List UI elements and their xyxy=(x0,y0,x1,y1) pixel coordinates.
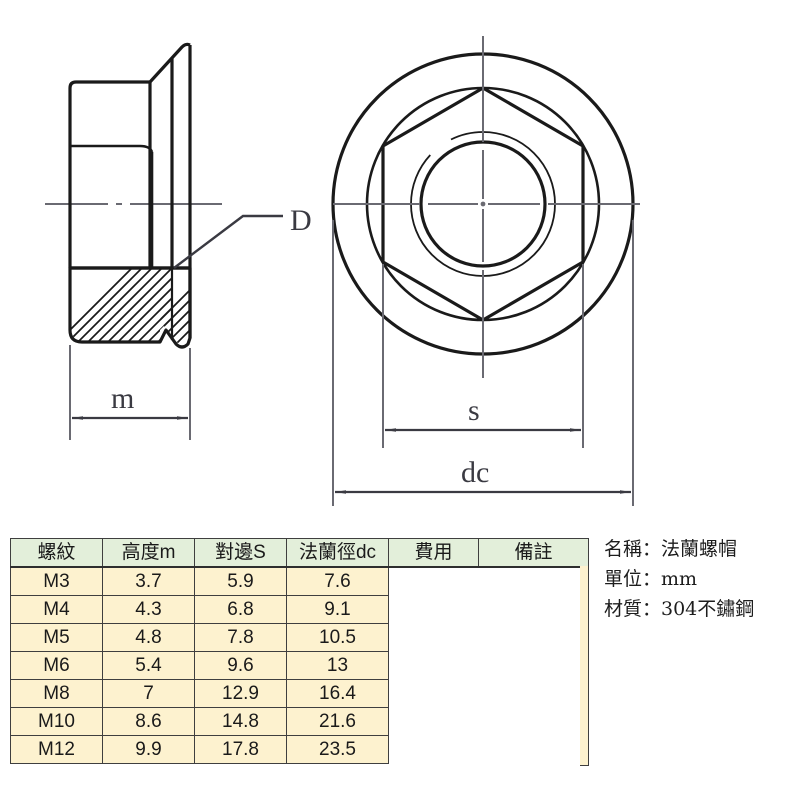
cell-across-flats: 5.9 xyxy=(194,566,287,596)
cell-cost xyxy=(388,707,479,736)
table-row: M5 4.8 7.8 10.5 xyxy=(10,623,589,652)
dimension-label-D: D xyxy=(290,204,312,237)
cell-remarks xyxy=(478,735,589,764)
cell-thread: M10 xyxy=(10,707,103,736)
leader-line-D xyxy=(173,214,283,269)
drawing-canvas: D m xyxy=(45,36,640,506)
cell-remarks xyxy=(478,707,589,736)
cell-flange-diameter: 13 xyxy=(286,651,389,680)
dimension-label-dc: dc xyxy=(461,456,489,489)
info-name: 名稱：法蘭螺帽 xyxy=(604,538,738,560)
top-view-centerlines xyxy=(333,36,640,378)
cell-cost xyxy=(388,567,479,596)
cell-across-flats: 6.8 xyxy=(194,595,287,624)
cell-cost xyxy=(388,651,479,680)
cell-height: 9.9 xyxy=(102,735,195,764)
cell-height: 7 xyxy=(102,679,195,708)
cell-across-flats: 17.8 xyxy=(194,735,287,764)
cell-cost xyxy=(388,595,479,624)
cell-thread: M8 xyxy=(10,679,103,708)
cell-across-flats: 7.8 xyxy=(194,623,287,652)
column-header-width-across-flats: 對邊S xyxy=(194,538,287,568)
cell-remarks xyxy=(478,567,589,596)
table-row: M4 4.3 6.8 9.1 xyxy=(10,595,589,624)
cell-thread: M5 xyxy=(10,623,103,652)
cell-remarks xyxy=(478,651,589,680)
table-row: M12 9.9 17.8 23.5 xyxy=(10,735,589,764)
cell-height: 4.8 xyxy=(102,623,195,652)
spec-table-container: 螺紋 高度m 對邊S 法蘭徑dc 費用 備註 M3 3.7 5.9 7.6 M4… xyxy=(10,538,589,764)
cell-cost xyxy=(388,735,479,764)
cell-flange-diameter: 9.1 xyxy=(286,595,389,624)
column-header-cost: 費用 xyxy=(388,538,479,568)
column-header-remarks: 備註 xyxy=(478,538,589,568)
cell-cost xyxy=(388,679,479,708)
cell-across-flats: 12.9 xyxy=(194,679,287,708)
table-row: M8 7 12.9 16.4 xyxy=(10,679,589,708)
cell-flange-diameter: 10.5 xyxy=(286,623,389,652)
cell-thread: M12 xyxy=(10,735,103,764)
spec-table: 螺紋 高度m 對邊S 法蘭徑dc 費用 備註 M3 3.7 5.9 7.6 M4… xyxy=(10,538,589,764)
column-header-thread: 螺紋 xyxy=(10,538,103,568)
cell-remarks xyxy=(478,595,589,624)
side-view-section xyxy=(68,266,192,349)
table-row: M6 5.4 9.6 13 xyxy=(10,651,589,680)
technical-drawing: D m xyxy=(45,36,640,506)
cell-height: 5.4 xyxy=(102,651,195,680)
cell-flange-diameter: 7.6 xyxy=(286,566,389,596)
dimension-s xyxy=(382,264,584,448)
cell-across-flats: 14.8 xyxy=(194,707,287,736)
cell-remarks xyxy=(478,679,589,708)
product-info-block: 名稱：法蘭螺帽 單位：mm 材質：304不鏽鋼 xyxy=(604,534,800,624)
cell-across-flats: 9.6 xyxy=(194,651,287,680)
column-header-flange-diameter: 法蘭徑dc xyxy=(286,538,389,568)
cell-flange-diameter: 16.4 xyxy=(286,679,389,708)
cell-thread: M4 xyxy=(10,595,103,624)
dimension-m xyxy=(69,345,191,440)
cell-thread: M6 xyxy=(10,651,103,680)
side-view: D m xyxy=(45,42,312,440)
column-header-height: 高度m xyxy=(102,538,195,568)
cell-height: 3.7 xyxy=(102,566,195,596)
info-unit: 單位：mm xyxy=(604,568,698,590)
table-row: M10 8.6 14.8 21.6 xyxy=(10,707,589,736)
table-row: M3 3.7 5.9 7.6 xyxy=(10,566,589,596)
cell-thread: M3 xyxy=(10,566,103,596)
cell-cost xyxy=(388,623,479,652)
side-view-hex-flat-lines xyxy=(70,144,154,268)
table-body: M3 3.7 5.9 7.6 M4 4.3 6.8 9.1 M5 4.8 7.8… xyxy=(10,566,589,764)
cell-flange-diameter: 23.5 xyxy=(286,735,389,764)
cell-height: 8.6 xyxy=(102,707,195,736)
dimension-label-s: s xyxy=(468,394,480,427)
table-right-edge-strip xyxy=(580,566,589,766)
info-material: 材質：304不鏽鋼 xyxy=(604,598,755,620)
cell-remarks xyxy=(478,623,589,652)
table-header-row: 螺紋 高度m 對邊S 法蘭徑dc 費用 備註 xyxy=(10,538,589,568)
cell-height: 4.3 xyxy=(102,595,195,624)
dimension-label-m: m xyxy=(111,382,134,415)
dimension-dc xyxy=(332,220,634,506)
side-view-upper-outline xyxy=(68,42,192,268)
top-view: s dc xyxy=(331,36,640,506)
cell-flange-diameter: 21.6 xyxy=(286,707,389,736)
